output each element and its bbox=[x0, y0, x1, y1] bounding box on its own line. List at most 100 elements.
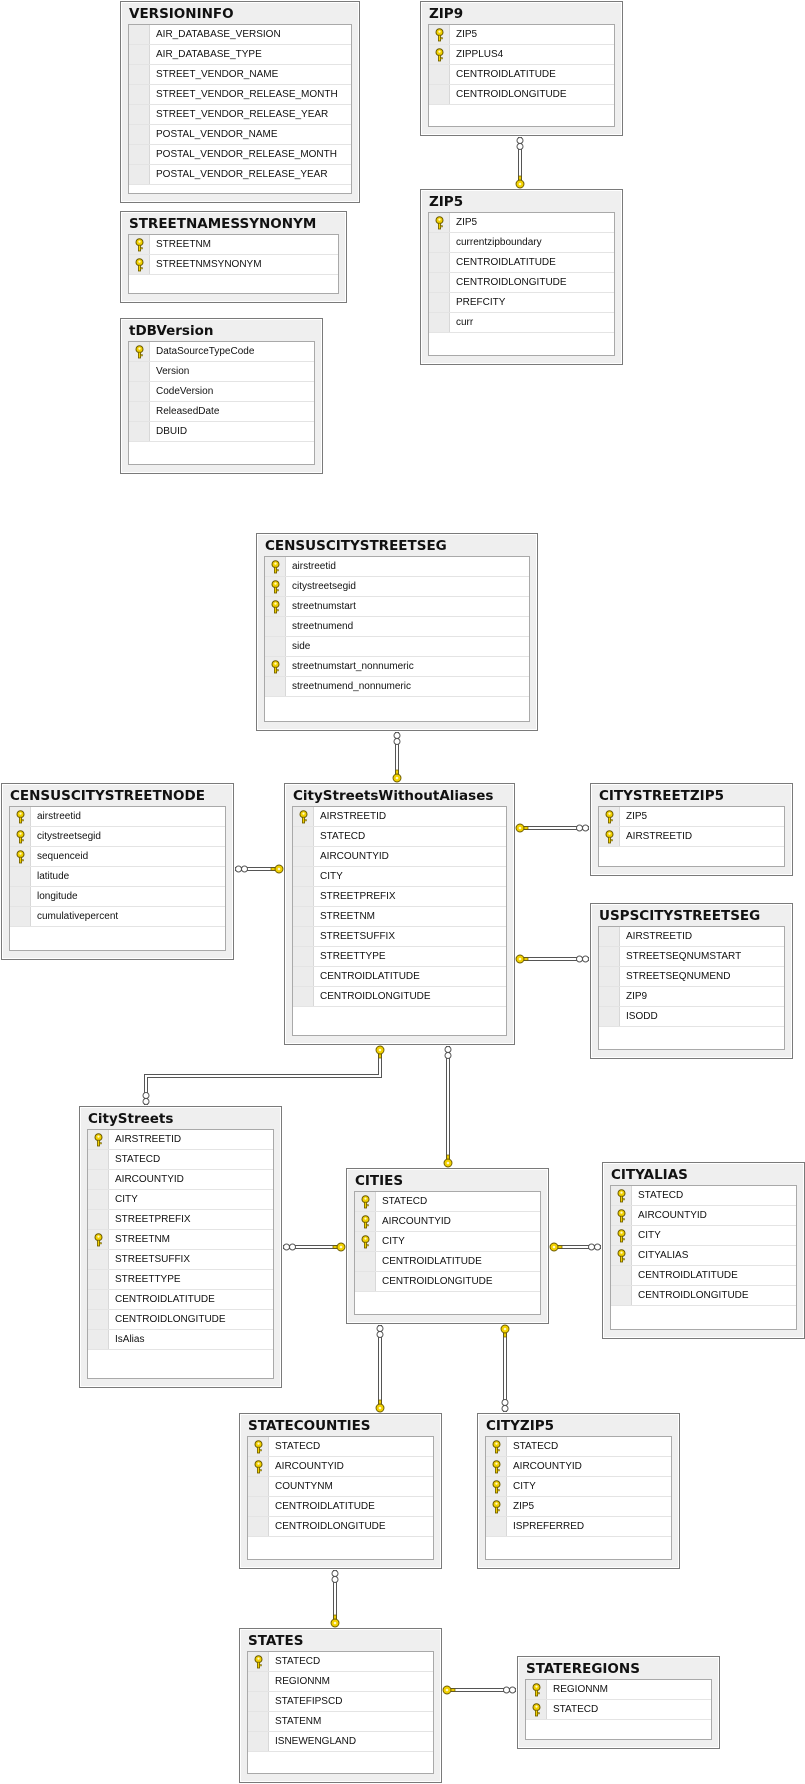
column-row[interactable]: cumulativepercent bbox=[10, 907, 225, 927]
row-selector[interactable] bbox=[129, 235, 150, 254]
column-row[interactable]: sequenceid bbox=[10, 847, 225, 867]
row-selector[interactable] bbox=[599, 1007, 620, 1026]
column-row[interactable]: STATECD bbox=[248, 1652, 433, 1672]
row-selector[interactable] bbox=[293, 907, 314, 926]
row-selector[interactable] bbox=[248, 1652, 269, 1671]
row-selector[interactable] bbox=[486, 1517, 507, 1536]
relationship-connector[interactable] bbox=[235, 864, 284, 874]
row-selector[interactable] bbox=[88, 1150, 109, 1169]
column-row[interactable]: STATECD bbox=[611, 1186, 796, 1206]
column-row[interactable]: CENTROIDLONGITUDE bbox=[611, 1286, 796, 1306]
column-row[interactable]: DBUID bbox=[129, 422, 314, 442]
column-row[interactable]: CITY bbox=[293, 867, 506, 887]
column-row[interactable]: streetnumstart bbox=[265, 597, 529, 617]
row-selector[interactable] bbox=[10, 827, 31, 846]
row-selector[interactable] bbox=[10, 887, 31, 906]
row-selector[interactable] bbox=[88, 1190, 109, 1209]
relationship-connector[interactable] bbox=[442, 1685, 516, 1695]
column-row[interactable]: ISNEWENGLAND bbox=[248, 1732, 433, 1752]
row-selector[interactable] bbox=[526, 1680, 547, 1699]
column-row[interactable]: airstreetid bbox=[265, 557, 529, 577]
row-selector[interactable] bbox=[265, 657, 286, 676]
row-selector[interactable] bbox=[599, 987, 620, 1006]
row-selector[interactable] bbox=[599, 827, 620, 846]
column-row[interactable]: ZIP5 bbox=[599, 807, 784, 827]
column-row[interactable]: AIRCOUNTYID bbox=[248, 1457, 433, 1477]
column-row[interactable]: AIRCOUNTYID bbox=[486, 1457, 671, 1477]
relationship-connector[interactable] bbox=[515, 137, 525, 189]
column-row[interactable]: side bbox=[265, 637, 529, 657]
row-selector[interactable] bbox=[265, 557, 286, 576]
relationship-connector[interactable] bbox=[500, 1324, 510, 1412]
column-row[interactable]: STATEFIPSCD bbox=[248, 1692, 433, 1712]
row-selector[interactable] bbox=[293, 987, 314, 1006]
row-selector[interactable] bbox=[293, 867, 314, 886]
row-selector[interactable] bbox=[611, 1246, 632, 1265]
column-row[interactable]: STATECD bbox=[526, 1700, 711, 1720]
column-row[interactable]: CENTROIDLATITUDE bbox=[611, 1266, 796, 1286]
column-row[interactable]: CITY bbox=[88, 1190, 273, 1210]
row-selector[interactable] bbox=[429, 253, 450, 272]
column-row[interactable]: ZIP9 bbox=[599, 987, 784, 1007]
row-selector[interactable] bbox=[429, 25, 450, 44]
column-row[interactable]: ZIPPLUS4 bbox=[429, 45, 614, 65]
row-selector[interactable] bbox=[129, 165, 150, 184]
row-selector[interactable] bbox=[611, 1266, 632, 1285]
column-row[interactable]: STATECD bbox=[293, 827, 506, 847]
row-selector[interactable] bbox=[429, 273, 450, 292]
row-selector[interactable] bbox=[88, 1310, 109, 1329]
column-row[interactable]: STATECD bbox=[486, 1437, 671, 1457]
relationship-connector[interactable] bbox=[283, 1242, 346, 1252]
row-selector[interactable] bbox=[88, 1290, 109, 1309]
row-selector[interactable] bbox=[429, 233, 450, 252]
column-row[interactable]: STREET_VENDOR_NAME bbox=[129, 65, 351, 85]
column-row[interactable]: CENTROIDLATITUDE bbox=[355, 1252, 540, 1272]
row-selector[interactable] bbox=[248, 1712, 269, 1731]
column-row[interactable]: streetnumend_nonnumeric bbox=[265, 677, 529, 697]
row-selector[interactable] bbox=[129, 362, 150, 381]
row-selector[interactable] bbox=[248, 1457, 269, 1476]
column-row[interactable]: curr bbox=[429, 313, 614, 333]
row-selector[interactable] bbox=[293, 847, 314, 866]
row-selector[interactable] bbox=[129, 125, 150, 144]
row-selector[interactable] bbox=[265, 617, 286, 636]
column-row[interactable]: STREETTYPE bbox=[293, 947, 506, 967]
row-selector[interactable] bbox=[611, 1286, 632, 1305]
row-selector[interactable] bbox=[265, 577, 286, 596]
row-selector[interactable] bbox=[293, 947, 314, 966]
relationship-connector[interactable] bbox=[515, 954, 589, 964]
column-row[interactable]: COUNTYNM bbox=[248, 1477, 433, 1497]
column-row[interactable]: POSTAL_VENDOR_RELEASE_YEAR bbox=[129, 165, 351, 185]
column-row[interactable]: CENTROIDLONGITUDE bbox=[429, 85, 614, 105]
row-selector[interactable] bbox=[248, 1672, 269, 1691]
column-row[interactable]: STREETNM bbox=[129, 235, 338, 255]
row-selector[interactable] bbox=[355, 1272, 376, 1291]
column-row[interactable]: STREET_VENDOR_RELEASE_YEAR bbox=[129, 105, 351, 125]
column-row[interactable]: STREET_VENDOR_RELEASE_MONTH bbox=[129, 85, 351, 105]
column-row[interactable]: POSTAL_VENDOR_RELEASE_MONTH bbox=[129, 145, 351, 165]
row-selector[interactable] bbox=[293, 807, 314, 826]
column-row[interactable]: AIRSTREETID bbox=[599, 927, 784, 947]
column-row[interactable]: ISODD bbox=[599, 1007, 784, 1027]
column-row[interactable]: STREETNMSYNONYM bbox=[129, 255, 338, 275]
relationship-connector[interactable] bbox=[549, 1242, 601, 1252]
row-selector[interactable] bbox=[265, 637, 286, 656]
row-selector[interactable] bbox=[355, 1212, 376, 1231]
row-selector[interactable] bbox=[88, 1130, 109, 1149]
column-row[interactable]: citystreetsegid bbox=[265, 577, 529, 597]
column-row[interactable]: CITYALIAS bbox=[611, 1246, 796, 1266]
row-selector[interactable] bbox=[88, 1170, 109, 1189]
column-row[interactable]: STATECD bbox=[248, 1437, 433, 1457]
column-row[interactable]: AIRSTREETID bbox=[293, 807, 506, 827]
relationship-connector[interactable] bbox=[330, 1570, 340, 1628]
column-row[interactable]: STREETSUFFIX bbox=[88, 1250, 273, 1270]
